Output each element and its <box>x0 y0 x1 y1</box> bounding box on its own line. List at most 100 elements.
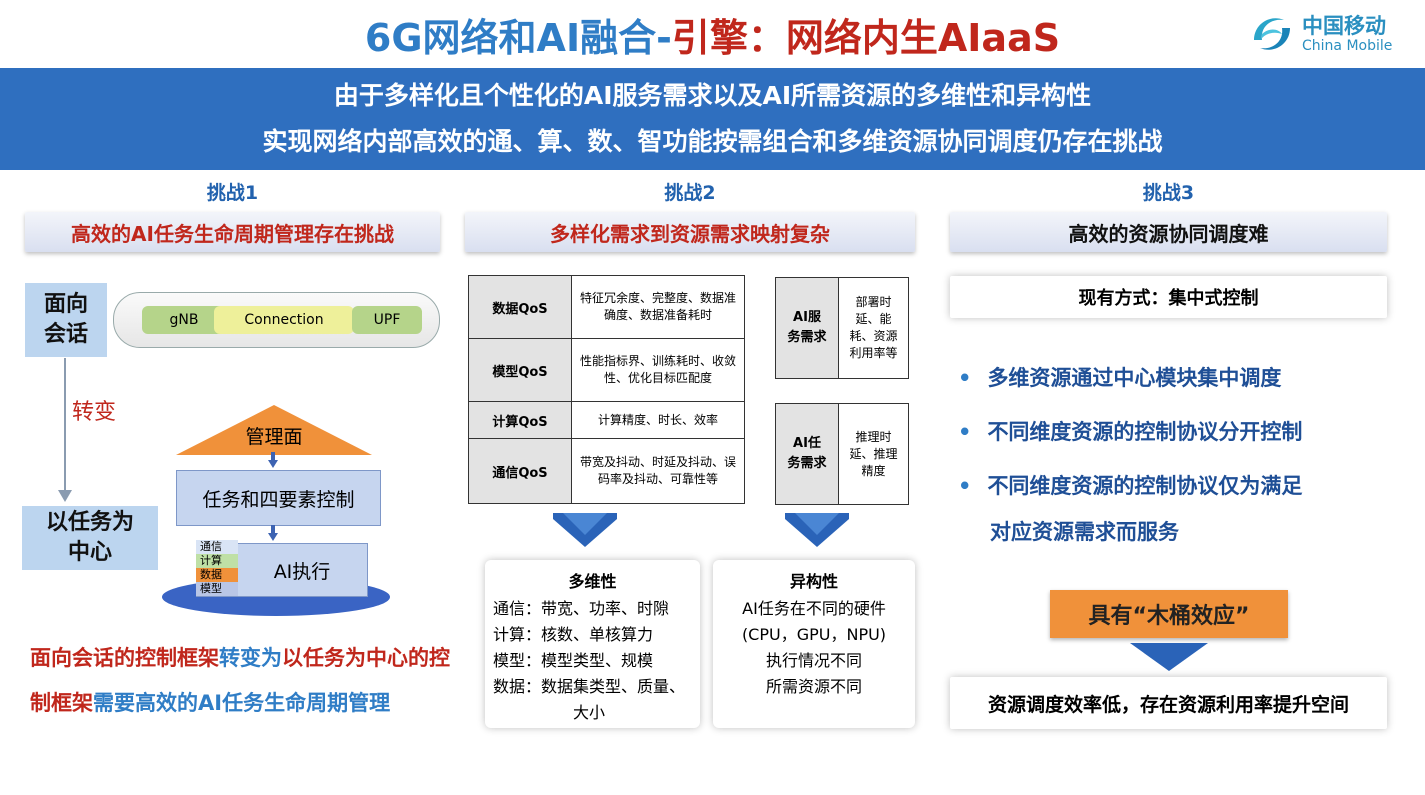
stack-data: 数据 <box>196 568 238 582</box>
ai-service-req-value: 部署时延、能耗、资源利用率等 <box>849 295 898 360</box>
connection-node: Connection <box>214 306 354 334</box>
challenge2-bar: 多样化需求到资源需求映射复杂 <box>465 212 915 252</box>
ai-task-req-k2: 务需求 <box>787 456 827 471</box>
hetero-card: 异构性 AI任务在不同的硬件 (CPU，GPU，NPU) 执行情况不同 所需资源… <box>713 560 915 728</box>
down-chevron-icon-2 <box>785 513 849 547</box>
multi-dim-list: 通信：带宽、功率、时隙 计算：核数、单核算力 模型：模型类型、规模 数据：数据集… <box>493 596 698 726</box>
challenge1-summary: 面向会话的控制框架转变为以任务为中心的控制框架需要高效的AI任务生命周期管理 <box>30 636 450 726</box>
mgmt-triangle <box>176 405 372 455</box>
upf-node: UPF <box>352 306 422 334</box>
qos-key: 通信QoS <box>468 438 572 504</box>
qos-value: 特征冗余度、完整度、数据准确度、数据准备耗时 <box>571 275 745 339</box>
qos-key: 模型QoS <box>468 338 572 402</box>
hetero-line: AI任务在不同的硬件 <box>742 599 886 618</box>
banner-line-2: 实现网络内部高效的通、算、数、智功能按需组合和多维资源协同调度仍存在挑战 <box>262 127 1163 156</box>
multi-dim-line: 通信：带宽、功率、时隙 <box>493 599 670 618</box>
four-element-control: 任务和四要素控制 <box>176 470 381 526</box>
qos-value: 计算精度、时长、效率 <box>571 401 745 439</box>
ai-exec-label: AI执行 <box>273 560 331 583</box>
bullet-text: 不同维度资源的控制协议分开控制 <box>987 420 1303 444</box>
stack-compute: 计算 <box>196 554 238 568</box>
bullet-item: • 不同维度资源的控制协议分开控制 <box>958 409 1378 455</box>
bullet-text: 不同维度资源的控制协议仅为满足 <box>987 474 1303 498</box>
ai-service-req-k2: 务需求 <box>787 330 827 345</box>
china-mobile-logo-icon <box>1254 18 1290 50</box>
hetero-list: AI任务在不同的硬件 (CPU，GPU，NPU) 执行情况不同 所需资源不同 <box>713 596 915 700</box>
session-line-1: 面向 <box>43 292 88 317</box>
mgmt-label: 管理面 <box>245 425 303 448</box>
qos-key: 数据QoS <box>468 275 572 339</box>
down-arrow-icon-1 <box>268 452 278 468</box>
hetero-line: 所需资源不同 <box>765 677 862 696</box>
page-title: 6G网络和AI融合-引擎：网络内生AIaaS <box>0 0 1425 68</box>
transform-label: 转变 <box>72 400 117 425</box>
hetero-title: 异构性 <box>789 572 838 591</box>
summary-blue-2: 需要高效的AI任务生命周期管理 <box>93 691 391 715</box>
challenge3-bullets: • 多维资源通过中心模块集中调度 • 不同维度资源的控制协议分开控制 • 不同维度资源… <box>958 355 1378 555</box>
session-box: 面向 会话 <box>25 283 107 357</box>
summary-red-2: 以任务为中心的控制框架 <box>30 646 450 715</box>
challenge1-heading: 挑战1 <box>206 181 259 204</box>
current-method: 现有方式：集中式控制 <box>950 276 1387 318</box>
bullet-text: 多维资源通过中心模块集中调度 <box>987 366 1282 390</box>
transform-arrow-icon <box>58 490 72 502</box>
bullet-item: • 多维资源通过中心模块集中调度 <box>958 355 1378 401</box>
banner-line-1: 由于多样化且个性化的AI服务需求以及AI所需资源的多维性和异构性 <box>333 81 1092 110</box>
down-chevron-icon-1 <box>553 513 617 547</box>
task-line-2: 中心 <box>67 540 112 565</box>
session-line-2: 会话 <box>43 322 88 347</box>
conclusion: 资源调度效率低，存在资源利用率提升空间 <box>950 677 1387 729</box>
down-arrow-icon-3 <box>1130 643 1208 671</box>
bullet-dot-icon: • <box>958 474 972 498</box>
ai-service-req-k1: AI服 <box>793 310 821 325</box>
challenge3-heading: 挑战3 <box>1142 181 1195 204</box>
down-arrow-icon-2 <box>268 525 278 541</box>
title-part-red: 引擎：网络内生AIaaS <box>671 15 1061 60</box>
china-mobile-logo: 中国移动 China Mobile <box>1248 8 1418 60</box>
qos-value: 带宽及抖动、时延及抖动、误码率及抖动、可靠性等 <box>571 438 745 504</box>
title-part-blue: 6G网络和AI融合- <box>364 15 672 60</box>
stack-model: 模型 <box>196 582 238 596</box>
summary-blue-1: 转变为 <box>219 646 282 670</box>
hetero-line: (CPU，GPU，NPU) <box>741 625 887 644</box>
challenge3-bar: 高效的资源协同调度难 <box>950 212 1387 252</box>
summary-red-1: 面向会话的控制框架 <box>30 646 219 670</box>
transform-line <box>64 358 66 496</box>
multi-dim-card: 多维性 通信：带宽、功率、时隙 计算：核数、单核算力 模型：模型类型、规模 数据… <box>485 560 700 728</box>
challenge2-heading: 挑战2 <box>664 181 716 204</box>
intro-banner: 由于多样化且个性化的AI服务需求以及AI所需资源的多维性和异构性 实现网络内部高… <box>0 68 1425 170</box>
task-line-1: 以任务为 <box>45 510 134 535</box>
ai-task-req-k1: AI任 <box>793 436 821 451</box>
hetero-line: 执行情况不同 <box>765 651 862 670</box>
ai-service-req-key: AI服 务需求 <box>776 278 839 378</box>
gnb-node: gNB <box>142 306 226 334</box>
challenge1-bar: 高效的AI任务生命周期管理存在挑战 <box>25 212 440 252</box>
stack-comm: 通信 <box>196 540 238 554</box>
ai-task-req-key: AI任 务需求 <box>776 404 839 504</box>
bullet-dot-icon: • <box>958 420 972 444</box>
bullet-continuation: 对应资源需求而服务 <box>990 520 1179 544</box>
bullet-dot-icon: • <box>958 366 972 390</box>
barrel-effect: 具有“木桶效应” <box>1050 590 1288 638</box>
multi-dim-title: 多维性 <box>568 572 617 591</box>
resource-stack: 通信 计算 数据 模型 <box>196 540 238 596</box>
bullet-item: • 不同维度资源的控制协议仅为满足 <box>958 463 1378 509</box>
multi-dim-line: 模型：模型类型、规模 <box>493 651 654 670</box>
ai-task-req: AI任 务需求 推理时延、推理精度 <box>775 403 909 505</box>
ai-service-req: AI服 务需求 部署时延、能耗、资源利用率等 <box>775 277 909 379</box>
task-center-box: 以任务为 中心 <box>22 506 158 570</box>
multi-dim-line: 数据：数据集类型、质量、 <box>493 677 686 696</box>
logo-text-cn: 中国移动 <box>1302 14 1386 38</box>
qos-key: 计算QoS <box>468 401 572 439</box>
session-pipe: gNB Connection UPF <box>113 292 440 348</box>
ai-task-req-value: 推理时延、推理精度 <box>849 429 898 478</box>
qos-value: 性能指标界、训练耗时、收敛性、优化目标匹配度 <box>571 338 745 402</box>
multi-dim-line: 计算：核数、单核算力 <box>493 625 654 644</box>
multi-dim-line: 大小 <box>573 703 606 722</box>
logo-text-en: China Mobile <box>1302 38 1393 54</box>
